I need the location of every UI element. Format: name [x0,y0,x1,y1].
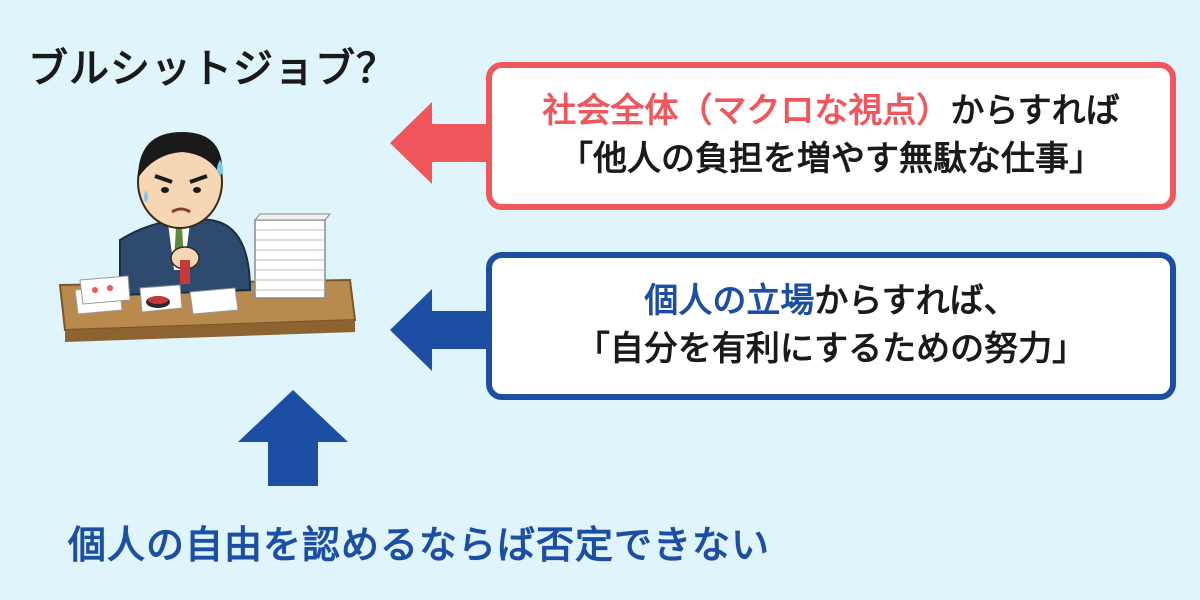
personal-perspective-box: 個人の立場からすれば、 「自分を有利にするための努力」 [486,252,1176,400]
page-title: ブルシットジョブ？ [28,46,397,92]
macro-perspective-box: 社会全体（マクロな視点）からすれば 「他人の負担を増やす無駄な仕事」 [486,62,1176,210]
personal-suffix: からすれば、 [814,281,1018,322]
personal-line2: 「自分を有利にするための努力」 [575,329,1087,369]
office-worker-illustration [58,132,357,342]
blue-up-arrow-icon [238,390,348,486]
macro-line1: 社会全体（マクロな視点）からすれば [542,88,1119,136]
macro-line2: 「他人の負担を増やす無駄な仕事」 [559,139,1103,179]
personal-line1: 個人の立場からすれば、 [644,278,1017,326]
red-left-arrow-icon [390,102,486,184]
conclusion-text: 個人の自由を認めるならば否定できない [68,523,771,567]
blue-left-arrow-icon [390,289,486,371]
macro-highlight: 社会全体（マクロな視点） [542,91,951,132]
personal-highlight: 個人の立場 [644,281,815,322]
macro-suffix: からすれば [950,91,1120,132]
